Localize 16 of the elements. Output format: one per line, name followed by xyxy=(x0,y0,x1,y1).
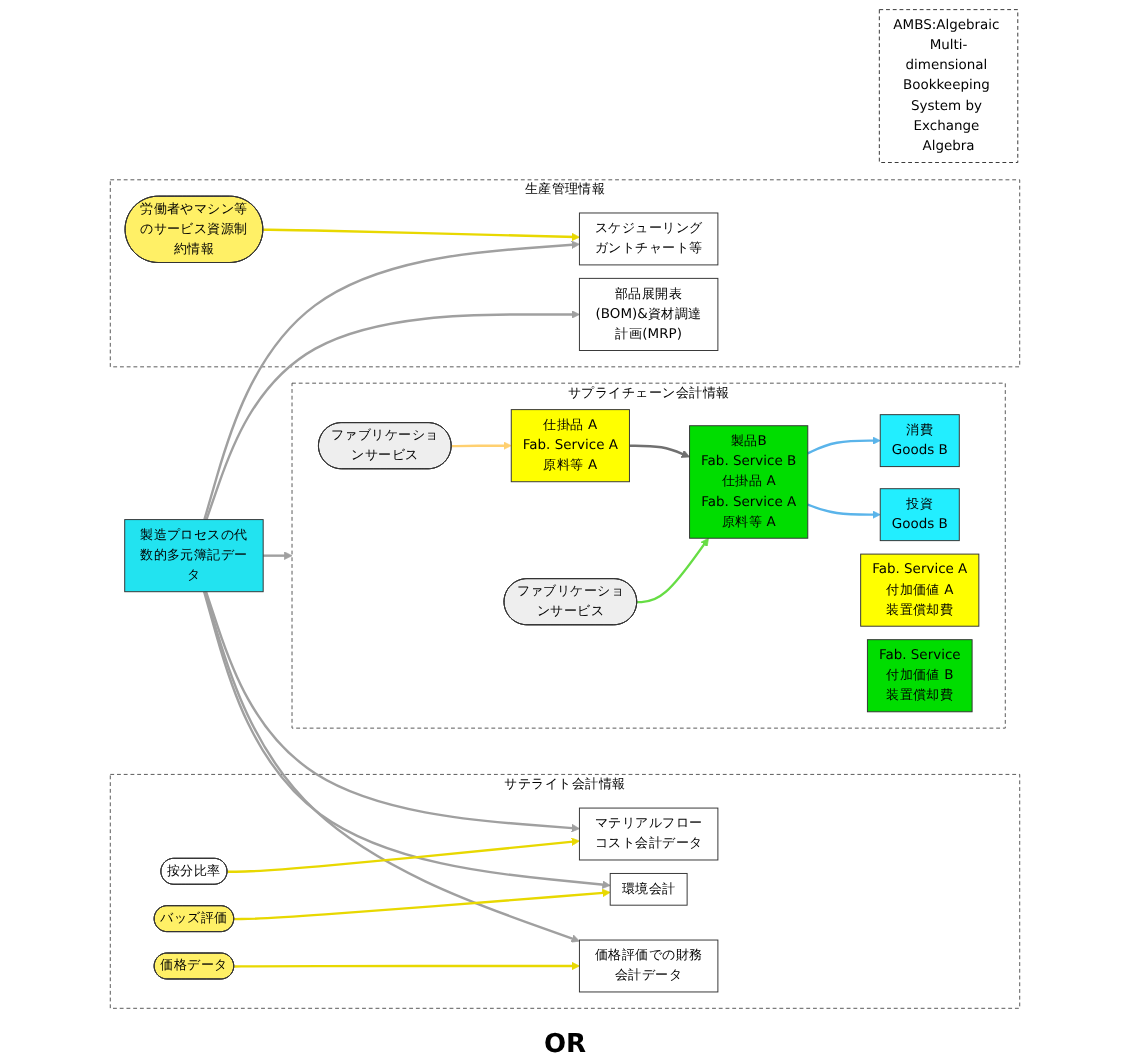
arrow xyxy=(203,591,580,943)
arrow xyxy=(234,888,611,921)
arrow xyxy=(807,436,881,455)
note-text: OR xyxy=(543,1030,587,1060)
arrow xyxy=(227,837,580,873)
arrow xyxy=(263,551,293,560)
arrow xyxy=(637,537,709,604)
arrow xyxy=(202,591,611,889)
arrow xyxy=(203,240,580,520)
arrow xyxy=(629,444,690,458)
arrow xyxy=(263,228,580,242)
arrow xyxy=(451,441,512,450)
arrow xyxy=(234,961,580,971)
arrow xyxy=(807,503,881,519)
arrow xyxy=(205,310,580,520)
arrow xyxy=(204,591,580,833)
